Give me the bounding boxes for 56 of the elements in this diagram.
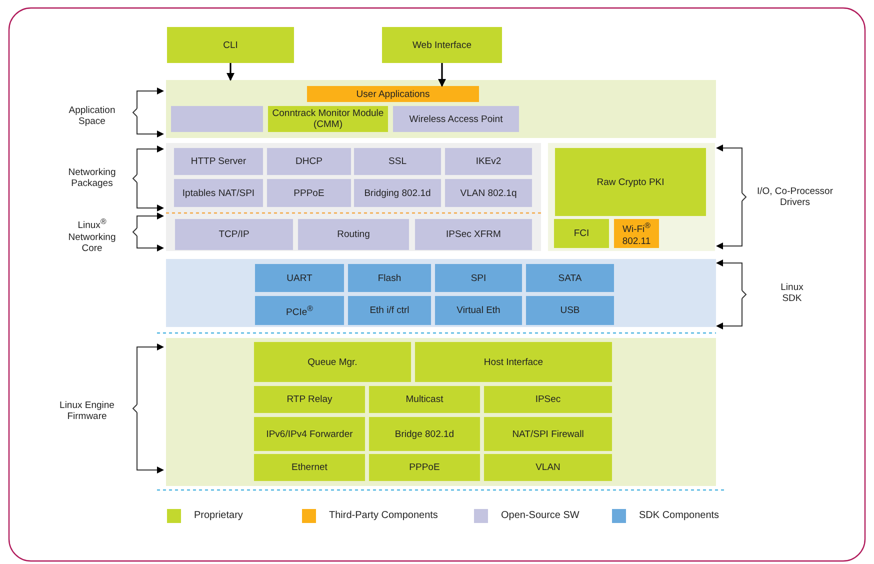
layer-label: I/O, Co-Processor Drivers: [756, 186, 834, 208]
component-box: Web Interface: [382, 27, 502, 63]
component-box: Multicast: [369, 386, 480, 413]
layer-panel: [166, 80, 716, 138]
component-box: RTP Relay: [254, 386, 365, 413]
component-box: Queue Mgr.: [254, 342, 411, 382]
component-box: Routing: [298, 219, 409, 250]
component-box: SATA: [526, 264, 614, 292]
legend-label: Open-Source SW: [501, 510, 580, 522]
layer-label: Linux Engine Firmware: [58, 400, 116, 422]
component-box: FCI: [554, 219, 609, 248]
component-box: SSL: [354, 148, 441, 175]
component-box: PPPoE: [267, 179, 351, 207]
component-box: PCIe$^{®}$: [255, 296, 344, 325]
component-box: CLI: [167, 27, 294, 63]
component-box: Conntrack Monitor Module (CMM): [268, 106, 388, 132]
layer-panel: [166, 338, 716, 486]
component-box: Ethernet: [254, 454, 365, 481]
layer-panel: [166, 143, 541, 251]
component-box: IPv6/IPv4 Forwarder: [254, 417, 365, 451]
legend-label: Proprietary: [194, 510, 243, 522]
layer-panel: [548, 143, 715, 251]
component-box: HTTP Server: [174, 148, 263, 175]
component-box: User Applications: [307, 86, 479, 102]
component-box: Wi-Fi$^{®}$ 802.11: [614, 219, 659, 248]
component-box: IPSec XFRM: [415, 219, 532, 250]
component-box: USB: [526, 296, 614, 325]
component-box: Bridge 802.1d: [369, 417, 480, 451]
component-box: [171, 106, 263, 132]
component-box: Eth i/f ctrl: [348, 296, 431, 325]
component-box: DHCP: [267, 148, 351, 175]
component-box: NAT/SPI Firewall: [484, 417, 612, 451]
component-box: IPSec: [484, 386, 612, 413]
layer-label: Networking Packages: [67, 167, 117, 189]
layer-label: Linux SDK: [780, 282, 804, 304]
component-box: PPPoE: [369, 454, 480, 481]
component-box: Raw Crypto PKI: [555, 148, 706, 216]
component-box: Host Interface: [415, 342, 612, 382]
arrow: [226, 63, 234, 81]
component-box: Bridging 802.1d: [354, 179, 441, 207]
legend-label: Third-Party Components: [329, 510, 438, 522]
arrow: [438, 63, 446, 87]
component-box: VLAN 802.1q: [445, 179, 532, 207]
component-box: Iptables NAT/SPI: [174, 179, 263, 207]
layer-label: Linux$^{®}$ Networking Core: [67, 216, 117, 254]
layer-panel: [166, 259, 716, 327]
legend-label: SDK Components: [639, 510, 720, 522]
component-box: UART: [255, 264, 344, 292]
layer-label: Application Space: [68, 105, 116, 127]
component-box: Wireless Access Point: [393, 106, 519, 132]
component-box: IKEv2: [445, 148, 532, 175]
component-box: SPI: [435, 264, 522, 292]
component-box: Virtual Eth: [435, 296, 522, 325]
component-box: Flash: [348, 264, 431, 292]
component-box: TCP/IP: [175, 219, 293, 250]
component-box: VLAN: [484, 454, 612, 481]
